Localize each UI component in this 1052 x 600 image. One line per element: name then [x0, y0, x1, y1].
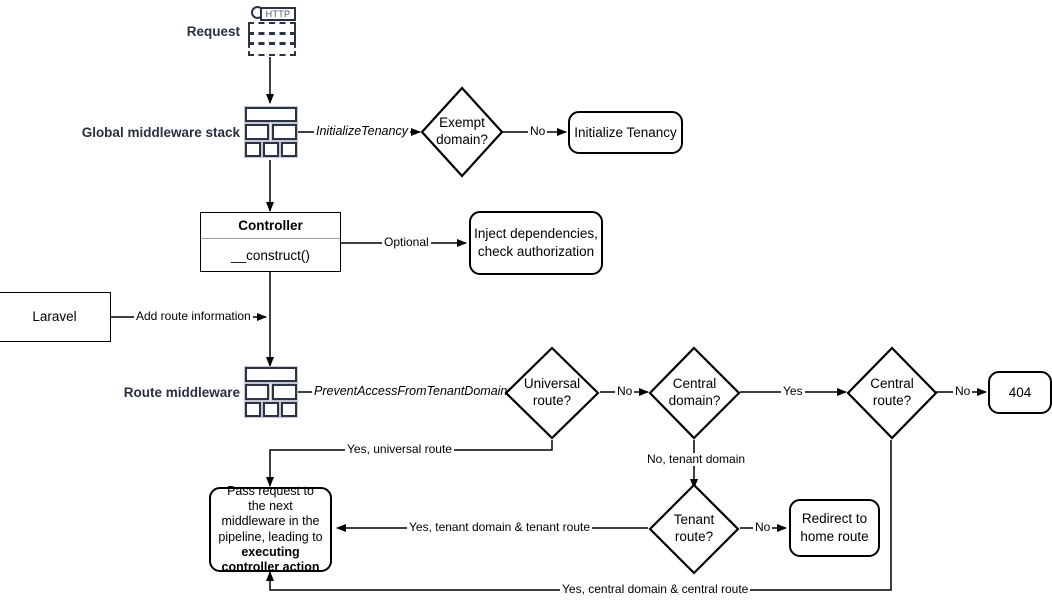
tenant-route-line-2: route? — [674, 529, 714, 544]
route-middleware-label: Route middleware — [123, 385, 240, 400]
redirect-home-text: Redirect to home route — [800, 510, 868, 545]
central-domain-line-2: domain? — [668, 393, 721, 408]
node-controller[interactable]: Controller __construct() — [200, 212, 341, 272]
node-initialize-tenancy[interactable]: Initialize Tenancy — [568, 111, 683, 154]
edge-label-yes-central-domain-central-route: Yes, central domain & central route — [560, 582, 751, 597]
edge-label-optional: Optional — [382, 235, 431, 250]
global-middleware-stack-icon — [244, 106, 298, 158]
pass-request-plain: Pass request to the next middleware in t… — [218, 483, 323, 544]
decision-universal-route-text: Universal route? — [524, 376, 580, 410]
stack-bar-bottom-2 — [262, 401, 280, 418]
edge-label-exempt-no: No — [528, 124, 548, 139]
decision-central-route-text: Central route? — [870, 376, 914, 410]
request-label: Request — [186, 24, 240, 39]
stack-bar-bottom-3 — [280, 401, 298, 418]
initialize-tenancy-text: Initialize Tenancy — [574, 124, 677, 140]
controller-member-construct: __construct() — [231, 247, 310, 263]
laravel-text: Laravel — [32, 308, 77, 324]
pass-request-bold: executing controller action — [221, 544, 320, 574]
inject-dependencies-line-2: check authorization — [477, 244, 595, 259]
edge-label-yes-tenant-domain-tenant-route: Yes, tenant domain & tenant route — [407, 520, 593, 535]
inject-dependencies-line-1: Inject dependencies, — [474, 226, 598, 242]
stack-bar-bottom-3 — [280, 141, 298, 158]
node-404[interactable]: 404 — [988, 371, 1052, 414]
edge-label-central-route-no: No — [953, 384, 973, 399]
stack-bar-mid-2 — [271, 383, 298, 401]
edge-label-central-domain-yes: Yes — [781, 384, 805, 399]
decision-exempt-domain[interactable]: Exempt domain? — [420, 86, 504, 178]
decision-central-route[interactable]: Central route? — [846, 346, 938, 440]
edge-label-add-route-information: Add route information — [134, 309, 253, 324]
edge-label-prevent-access: PreventAccessFromTenantDomains — [312, 384, 516, 399]
stack-bar-mid-1 — [244, 383, 270, 401]
stack-bar-bottom-2 — [262, 141, 280, 158]
node-pass-request[interactable]: Pass request to the next middleware in t… — [209, 484, 332, 574]
central-domain-line-1: Central — [672, 376, 717, 392]
stack-bar-mid-1 — [244, 123, 270, 141]
node-laravel[interactable]: Laravel — [0, 292, 111, 342]
http-component-icon: HTTP — [246, 3, 298, 57]
edge-label-tenant-route-no: No — [753, 520, 773, 535]
decision-central-domain[interactable]: Central domain? — [648, 346, 741, 440]
node-redirect-home-route[interactable]: Redirect to home route — [789, 499, 880, 557]
stack-bar-bottom-1 — [244, 401, 262, 418]
route-middleware-stack-icon — [244, 366, 298, 418]
decision-central-domain-text: Central domain? — [669, 376, 721, 410]
central-route-line-1: Central — [870, 376, 914, 392]
redirect-home-line-2: home route — [800, 529, 869, 544]
universal-route-line-1: Universal — [523, 376, 581, 392]
inject-dependencies-text: Inject dependencies, check authorization — [474, 225, 598, 260]
stack-bar-mid-2 — [271, 123, 298, 141]
stack-bar-top — [244, 366, 298, 383]
stack-bar-top — [244, 106, 298, 123]
edge-label-initialize-tenancy: InitializeTenancy — [314, 124, 410, 139]
edge-label-no-tenant-domain: No, tenant domain — [645, 452, 748, 467]
http-protocol-label: HTTP — [260, 7, 296, 21]
decision-exempt-domain-text: Exempt domain? — [436, 115, 488, 149]
tenant-route-line-1: Tenant — [673, 512, 715, 528]
edge-label-universal-no: No — [615, 384, 635, 399]
central-route-line-2: route? — [872, 393, 912, 408]
node-inject-dependencies[interactable]: Inject dependencies, check authorization — [469, 211, 603, 275]
exempt-domain-line-1: Exempt — [439, 115, 485, 131]
pass-request-text: Pass request to the next middleware in t… — [217, 484, 324, 576]
exempt-domain-line-2: domain? — [436, 132, 488, 147]
redirect-home-line-1: Redirect to — [801, 511, 868, 527]
decision-tenant-route[interactable]: Tenant route? — [648, 483, 740, 575]
not-found-text: 404 — [1008, 384, 1032, 400]
global-middleware-stack-label: Global middleware stack — [81, 125, 240, 140]
decision-tenant-route-text: Tenant route? — [674, 512, 715, 546]
stack-bar-bottom-1 — [244, 141, 262, 158]
universal-route-line-2: route? — [532, 393, 572, 408]
edge-label-yes-universal-route: Yes, universal route — [345, 442, 454, 457]
decision-universal-route[interactable]: Universal route? — [504, 346, 600, 440]
http-dashed-row-3 — [248, 43, 296, 56]
controller-title: Controller — [201, 213, 340, 239]
